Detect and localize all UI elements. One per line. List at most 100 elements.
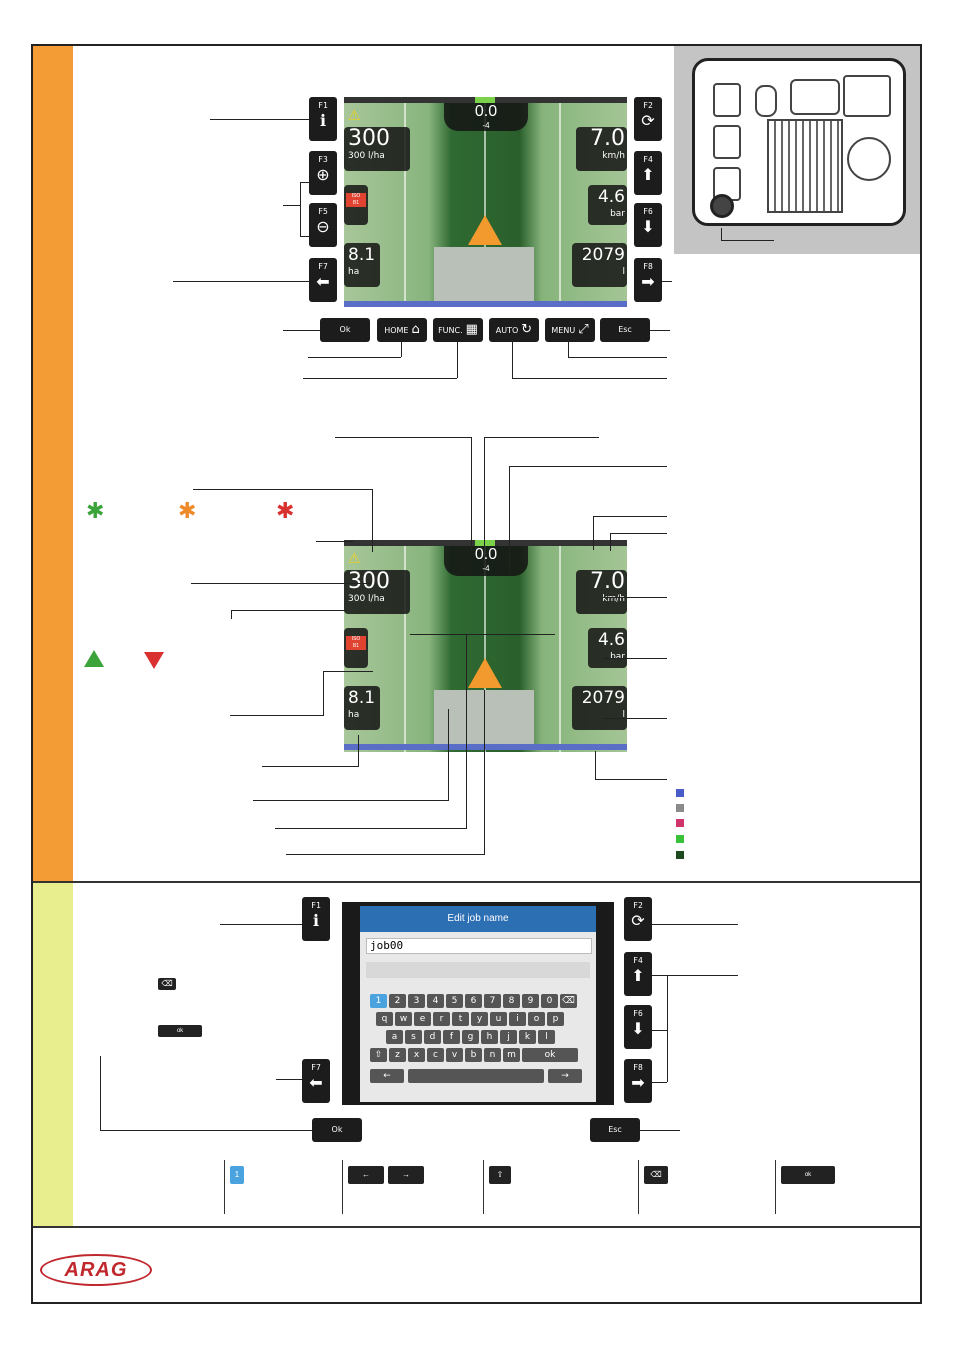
section-divider [33,881,920,883]
section-color-swatch [676,835,684,843]
section-color-swatch [676,789,684,797]
keyboard-key[interactable]: ← [370,1069,404,1083]
keyboard-key[interactable]: p [547,1012,564,1026]
func-key[interactable]: FUNC.▦ [433,318,483,342]
keyboard-key[interactable]: 0 [541,994,558,1008]
keyboard-key[interactable]: y [471,1012,488,1026]
auto-key[interactable]: AUTO↻ [489,318,539,342]
f7-key[interactable]: F7⬅ [302,1059,330,1103]
keyboard-key[interactable]: j [500,1030,517,1044]
section-divider [33,1226,920,1228]
f6-key[interactable]: F6⬇ [634,203,662,247]
ok-key[interactable]: Ok [320,318,370,342]
rate-unit: 300 l/ha [348,151,385,161]
sprayer-red-icon: ✱ [276,498,295,523]
keyboard-key[interactable]: h [481,1030,498,1044]
increase-arrow-icon [84,650,104,667]
keyboard-key[interactable]: c [427,1048,444,1062]
refresh-icon: ⟳ [641,111,655,130]
keyboard-key[interactable]: o [528,1012,545,1026]
keyboard-key[interactable]: 9 [522,994,539,1008]
keyboard-key[interactable]: r [433,1012,450,1026]
keyboard-key[interactable]: d [424,1030,441,1044]
section-color-swatch [676,804,684,812]
keyboard-key[interactable]: l [538,1030,555,1044]
warning-icon: ⚠ [348,107,361,123]
f5-key[interactable]: F5⊖ [309,203,337,247]
keyboard-key[interactable]: 5 [446,994,463,1008]
home-icon: ⌂ [411,322,420,337]
ok-sample: ok [158,1025,202,1037]
keyboard-key[interactable]: z [389,1048,406,1062]
f8-key[interactable]: F8➡ [624,1059,652,1103]
section-band-yellow [33,883,73,1226]
keyboard-key[interactable]: g [462,1030,479,1044]
esc-key[interactable]: Esc [590,1118,640,1142]
menu-key[interactable]: MENU⤢ [545,318,595,342]
keyboard-key[interactable]: n [484,1048,501,1062]
keyboard-key[interactable]: 4 [427,994,444,1008]
f2-key[interactable]: F2⟳ [624,897,652,941]
keyboard-key[interactable]: u [490,1012,507,1026]
f7-key[interactable]: F7⬅ [309,258,337,302]
keyboard-key[interactable]: → [548,1069,582,1083]
keyboard-key[interactable]: ⇧ [370,1048,387,1062]
iso-label: ISO [351,193,361,199]
boom-sections-bar [344,301,627,307]
ok-key[interactable]: Ok [312,1118,362,1142]
keyboard-key[interactable]: b [465,1048,482,1062]
keyboard-key[interactable]: 2 [389,994,406,1008]
page-frame [31,44,922,1304]
keyboard-key[interactable]: 1 [370,994,387,1008]
keyboard-key[interactable]: i [509,1012,526,1026]
keyboard-key[interactable]: x [408,1048,425,1062]
f8-key[interactable]: F8➡ [634,258,662,302]
keyboard-key[interactable]: 7 [484,994,501,1008]
job-name-input[interactable]: job00 [366,938,592,954]
keyboard-key[interactable]: f [443,1030,460,1044]
keyboard-key[interactable]: m [503,1048,520,1062]
f4-key[interactable]: F4⬆ [624,952,652,996]
arrow-up-icon: ⬆ [641,165,655,184]
info-icon: ℹ [312,911,320,930]
keyboard-key[interactable]: t [452,1012,469,1026]
heading-value: 0.0 [474,103,498,120]
legend-right-key: → [388,1166,424,1184]
section-color-swatch [676,819,684,827]
legend-backspace-key: ⌫ [644,1166,668,1184]
keyboard-key[interactable]: a [386,1030,403,1044]
f4-key[interactable]: F4⬆ [634,151,662,195]
keyboard-key[interactable]: q [376,1012,393,1026]
warning-icon: ⚠ [348,550,361,566]
legend-number-key: 1 [230,1166,244,1184]
keyboard-key[interactable]: v [446,1048,463,1062]
keyboard-key[interactable]: ok [522,1048,578,1062]
legend-shift-key: ⇧ [489,1166,511,1184]
auto-icon: ↻ [521,322,533,337]
esc-key[interactable]: Esc [600,318,650,342]
keyboard-key[interactable]: k [519,1030,536,1044]
legend-left-key: ← [348,1166,384,1184]
f2-key[interactable]: F2⟳ [634,97,662,141]
arag-logo: ARAG [40,1254,152,1286]
keyboard-key[interactable]: w [395,1012,412,1026]
arrow-up-icon: ⬆ [631,966,645,985]
section-color-swatch [676,851,684,859]
f6-key[interactable]: F6⬇ [624,1005,652,1049]
f3-key[interactable]: F3⊕ [309,151,337,195]
keyboard-key[interactable]: e [414,1012,431,1026]
keyboard-key[interactable]: ⌫ [560,994,577,1008]
refresh-icon: ⟳ [631,911,645,930]
keyboard-key[interactable] [408,1069,544,1083]
keyboard-key[interactable]: s [405,1030,422,1044]
arrow-right-icon: ➡ [631,1073,645,1092]
keyboard-key[interactable]: 6 [465,994,482,1008]
keyboard-key[interactable]: 3 [408,994,425,1008]
heading-offset: -4 [482,121,490,130]
home-key[interactable]: HOME⌂ [377,318,427,342]
keyboard-key[interactable]: 8 [503,994,520,1008]
arrow-left-icon: ⬅ [309,1073,323,1092]
